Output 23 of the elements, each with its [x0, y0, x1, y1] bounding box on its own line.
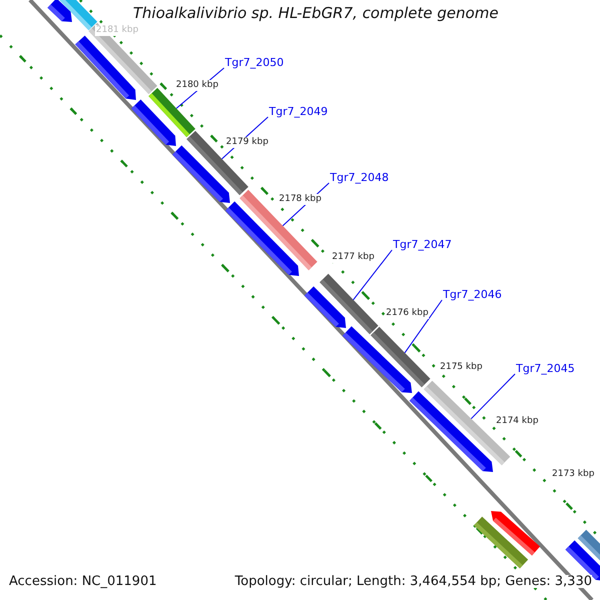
scale-label: 2176 kbp [385, 308, 430, 319]
accession-text: Accession: NC_011901 [9, 575, 157, 588]
scale-label: 2173 kbp [551, 469, 596, 480]
scale-label: 2175 kbp [439, 362, 484, 373]
gene-label: Tgr7_2047 [393, 239, 452, 250]
genome-summary-text: Topology: circular; Length: 3,464,554 bp; Genes: 3,330 [234, 575, 592, 588]
leader-line [352, 250, 392, 300]
gene-feature [370, 326, 430, 388]
scale-label: 2174 kbp [495, 416, 540, 427]
scale-label: 2181 kbp [95, 25, 140, 36]
gene-label: Tgr7_2050 [225, 57, 284, 68]
gene-feature [320, 274, 378, 334]
leader-line [470, 374, 516, 420]
scale-label: 2179 kbp [225, 137, 270, 148]
gene-label: Tgr7_2048 [330, 172, 389, 183]
scale-label: 2180 kbp [175, 80, 220, 91]
leader-line [404, 300, 442, 354]
scale-label: 2177 kbp [331, 252, 376, 263]
diagram-title: Thioalkalivibrio sp. HL-EbGR7, complete genome [133, 6, 498, 21]
gene-label: Tgr7_2046 [443, 289, 502, 300]
gene-label: Tgr7_2045 [516, 363, 575, 374]
gene-label: Tgr7_2049 [269, 106, 328, 117]
scale-label: 2178 kbp [278, 194, 322, 205]
